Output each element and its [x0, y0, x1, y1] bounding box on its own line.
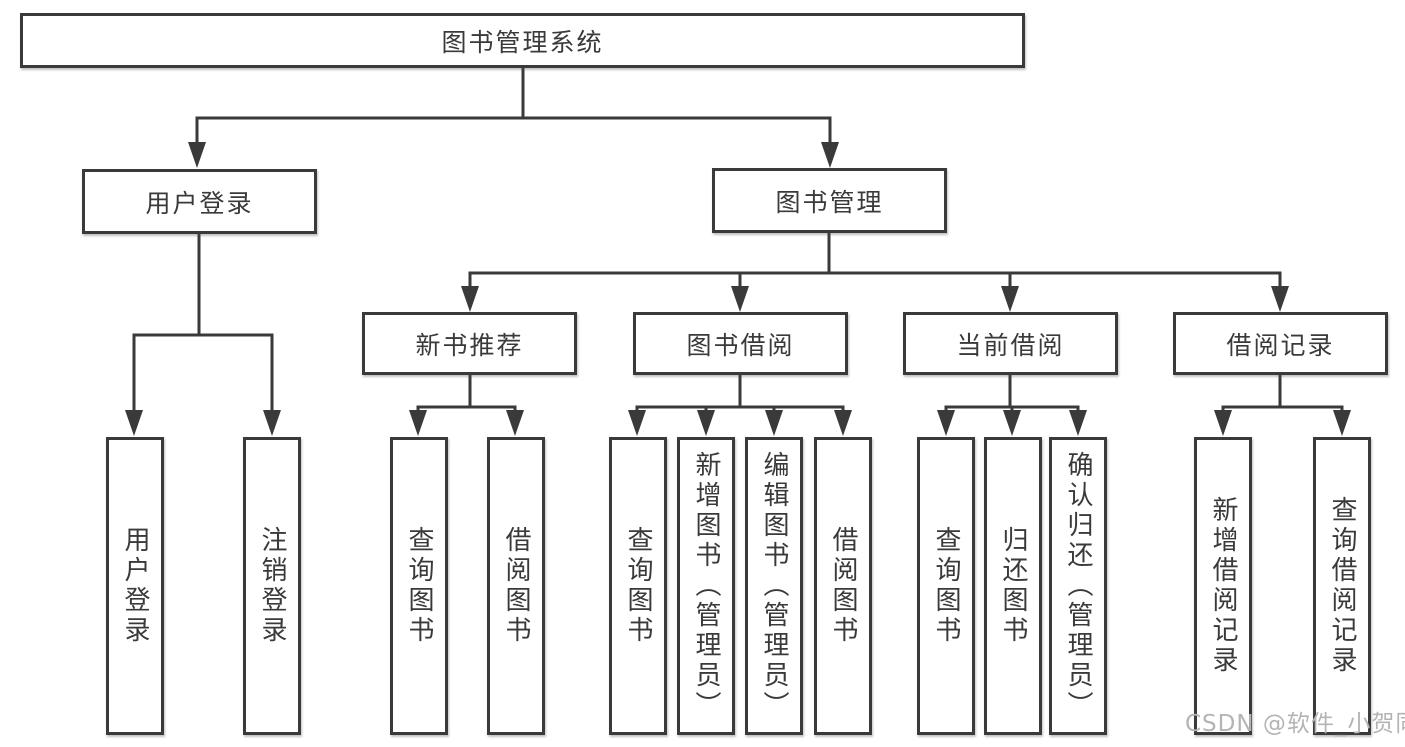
- node-label: 图书借阅: [686, 330, 795, 360]
- arrowhead-icon: [409, 410, 427, 436]
- connector-user-login-branch: [125, 232, 281, 436]
- node-label: 新增借阅记录: [1208, 496, 1238, 676]
- leaf-confirm-return-admin: 确认归还（管理员）: [1049, 437, 1107, 735]
- node-label: 图书管理系统: [441, 27, 604, 57]
- connector-new-book-branch: [409, 373, 524, 436]
- arrowhead-icon: [628, 410, 646, 436]
- arrowhead-icon: [125, 410, 143, 436]
- csdn-watermark: CSDN @软件_小贺同学: [1185, 711, 1405, 737]
- connector-book-borrowing-branch: [628, 373, 852, 436]
- connector-borrowing-records-branch: [1214, 373, 1351, 436]
- leaf-borrow-books-recommend: 借阅图书: [487, 437, 545, 735]
- node-book-borrowing: 图书借阅: [633, 312, 848, 375]
- arrowhead-icon: [506, 410, 524, 436]
- node-label: 查询借阅记录: [1327, 496, 1357, 676]
- leaf-edit-books-admin: 编辑图书（管理员）: [745, 437, 803, 735]
- connector-book-management-branch: [461, 231, 1289, 312]
- node-label: 当前借阅: [956, 330, 1065, 360]
- node-book-management: 图书管理: [712, 168, 947, 233]
- connector-current-borrowing-branch: [937, 373, 1087, 436]
- arrowhead-icon: [1271, 286, 1289, 312]
- arrowhead-icon: [1333, 410, 1351, 436]
- node-label: 归还图书: [998, 526, 1028, 646]
- arrowhead-icon: [937, 410, 955, 436]
- leaf-borrow-books-borrowing: 借阅图书: [814, 437, 872, 735]
- node-label: 图书管理: [775, 187, 884, 217]
- arrowhead-icon: [834, 410, 852, 436]
- connector-root-to-level2: [188, 66, 839, 168]
- leaf-add-borrow-record: 新增借阅记录: [1194, 437, 1252, 735]
- node-label: 查询图书: [404, 526, 434, 646]
- node-user-login: 用户登录: [82, 169, 317, 234]
- arrowhead-icon: [765, 410, 783, 436]
- node-new-book-recommendation: 新书推荐: [362, 312, 577, 375]
- arrowhead-icon: [263, 410, 281, 436]
- arrowhead-icon: [1003, 410, 1021, 436]
- node-label: 查询图书: [623, 526, 653, 646]
- arrowhead-icon: [731, 286, 749, 312]
- arrowhead-icon: [1069, 410, 1087, 436]
- node-label: 确认归还（管理员）: [1063, 451, 1093, 721]
- arrowhead-icon: [188, 142, 206, 168]
- leaf-logout: 注销登录: [243, 437, 301, 735]
- leaf-query-books-borrowing: 查询图书: [609, 437, 667, 735]
- node-label: 新增图书（管理员）: [691, 451, 721, 721]
- node-library-management-system: 图书管理系统: [20, 13, 1025, 68]
- node-label: 编辑图书（管理员）: [759, 451, 789, 721]
- leaf-query-books-current: 查询图书: [917, 437, 975, 735]
- leaf-query-books-recommend: 查询图书: [390, 437, 448, 735]
- leaf-user-login: 用户登录: [106, 437, 164, 735]
- node-label: 借阅图书: [828, 526, 858, 646]
- arrowhead-icon: [1001, 286, 1019, 312]
- leaf-query-borrow-record: 查询借阅记录: [1313, 437, 1371, 735]
- node-borrowing-records: 借阅记录: [1173, 312, 1388, 375]
- node-label: 借阅图书: [501, 526, 531, 646]
- arrowhead-icon: [461, 286, 479, 312]
- arrowhead-icon: [821, 142, 839, 168]
- arrowhead-icon: [1214, 410, 1232, 436]
- node-label: 新书推荐: [415, 330, 524, 360]
- arrowhead-icon: [697, 410, 715, 436]
- node-label: 注销登录: [257, 526, 287, 646]
- node-label: 用户登录: [145, 188, 254, 218]
- node-current-borrowing: 当前借阅: [903, 312, 1118, 375]
- node-label: 借阅记录: [1226, 330, 1335, 360]
- node-label: 用户登录: [120, 526, 150, 646]
- leaf-add-books-admin: 新增图书（管理员）: [677, 437, 735, 735]
- leaf-return-books: 归还图书: [984, 437, 1042, 735]
- node-label: 查询图书: [931, 526, 961, 646]
